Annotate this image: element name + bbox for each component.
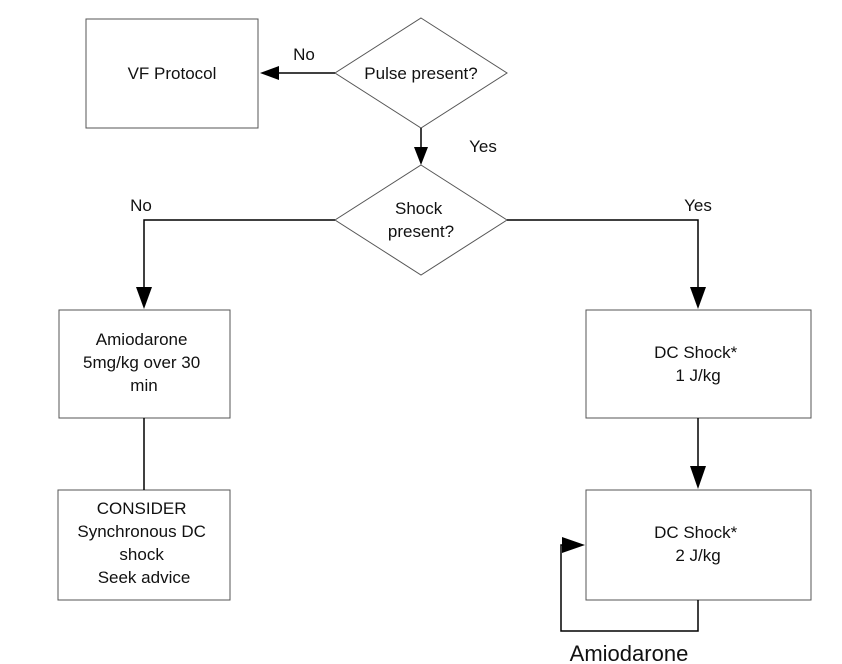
shock-present-line-2: present? [388, 222, 454, 241]
consider-sync-line-1: CONSIDER [97, 499, 187, 518]
dc-shock-1-box [585, 309, 812, 419]
edge-pulse-no-label: No [293, 45, 315, 64]
consider-sync-line-2: Synchronous DC [77, 522, 206, 541]
edge-shock-yes-arrowhead [690, 287, 706, 309]
shock-present-label: Shock present? [388, 199, 454, 241]
dc-shock-2-line-1: DC Shock* [654, 523, 738, 542]
consider-sync-label: CONSIDER Synchronous DC shock Seek advic… [77, 499, 210, 587]
pulse-present-label: Pulse present? [364, 64, 477, 83]
dc-shock-2-label: DC Shock* 2 J/kg [654, 523, 742, 565]
consider-sync-box [57, 489, 231, 601]
dc-shock-1-line-2: 1 J/kg [675, 366, 720, 385]
dc-shock-2-line-2: 2 J/kg [675, 546, 720, 565]
edge-dc2-loop-arrowhead [562, 537, 585, 553]
vf-protocol-box [85, 18, 259, 129]
edge-dc1-dc2-arrowhead [690, 466, 706, 489]
amiodarone-infusion-label: Amiodarone 5mg/kg over 30 min [83, 330, 205, 395]
amiodarone-infusion-line-3: min [130, 376, 157, 395]
edge-shock-yes-label: Yes [684, 196, 712, 215]
edge-pulse-no-arrowhead [260, 66, 279, 80]
dc-shock-1-line-1: DC Shock* [654, 343, 738, 362]
edge-pulse-yes-arrowhead [414, 147, 428, 165]
amiodarone-infusion-line-1: Amiodarone [96, 330, 188, 349]
consider-sync-line-4: Seek advice [98, 568, 191, 587]
consider-sync-line-3: shock [119, 545, 164, 564]
dc-shock-1-label: DC Shock* 1 J/kg [654, 343, 742, 385]
shock-present-diamond [334, 164, 508, 276]
edge-shock-no-label: No [130, 196, 152, 215]
edge-pulse-yes-label: Yes [469, 137, 497, 156]
amiodarone-infusion-line-2: 5mg/kg over 30 [83, 353, 200, 372]
connectors [136, 66, 706, 632]
vf-protocol-label: VF Protocol [128, 64, 217, 83]
shock-present-line-1: Shock [395, 199, 443, 218]
loop-amiodarone-label: Amiodarone [570, 641, 689, 664]
dc-shock-2-box [585, 489, 812, 601]
edge-shock-yes-line [507, 219, 699, 290]
edge-shock-no-line [143, 219, 335, 290]
edge-shock-no-arrowhead [136, 287, 152, 309]
pulse-present-line-1: Pulse present? [364, 64, 477, 83]
vf-protocol-line-1: VF Protocol [128, 64, 217, 83]
